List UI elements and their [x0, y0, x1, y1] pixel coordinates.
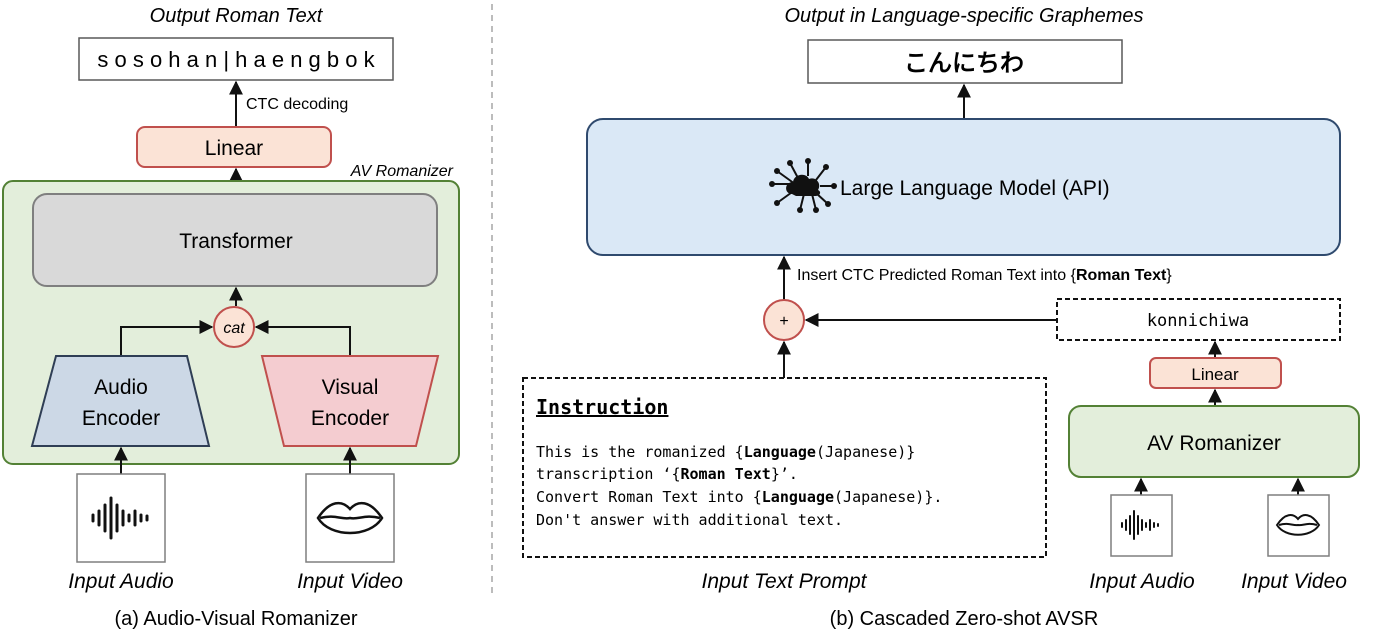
- b-instruction-line2: transcription ‘{Roman Text}’.: [536, 465, 798, 483]
- a-input-audio-label: Input Audio: [68, 570, 174, 593]
- a-audio-encoder: [30, 355, 211, 447]
- a-visual-encoder-line1: Visual: [322, 376, 379, 399]
- panel-a: Output Roman Text s o s o h a n | h a e …: [2, 5, 460, 630]
- b-llm-label: Large Language Model (API): [840, 177, 1110, 200]
- audio-waveform-icon: [1121, 510, 1159, 540]
- b-caption: (b) Cascaded Zero-shot AVSR: [830, 608, 1099, 630]
- b-instruction-line1: This is the romanized {Language(Japanese…: [536, 443, 915, 461]
- b-roman-text: konnichiwa: [1147, 311, 1249, 331]
- a-visual-encoder: [260, 355, 440, 447]
- b-insert-label: Insert CTC Predicted Roman Text into {Ro…: [797, 267, 1172, 284]
- b-output-title: Output in Language-specific Graphemes: [784, 5, 1143, 27]
- a-input-video-label: Input Video: [297, 570, 403, 593]
- b-input-audio-label: Input Audio: [1089, 570, 1195, 593]
- a-visual-encoder-line2: Encoder: [311, 407, 389, 430]
- b-llm-box: [586, 118, 1341, 256]
- a-audio-encoder-line2: Encoder: [82, 407, 160, 430]
- b-romanizer-box: [1068, 405, 1360, 478]
- a-linear-label: Linear: [205, 137, 263, 160]
- a-output-title: Output Roman Text: [150, 5, 324, 27]
- cloud-network-icon: [769, 158, 837, 213]
- a-cat-label: cat: [223, 320, 245, 337]
- a-romanizer-label: AV Romanizer: [350, 163, 454, 180]
- b-input-video-label: Input Video: [1241, 570, 1347, 593]
- audio-waveform-icon: [91, 496, 149, 540]
- lips-icon: [1275, 514, 1321, 536]
- a-linear-box: [136, 126, 332, 168]
- b-instruction-title: Instruction: [536, 395, 668, 419]
- b-roman-text-box: [1056, 298, 1341, 341]
- b-instruction-line3: Convert Roman Text into {Language(Japane…: [536, 488, 942, 506]
- lips-icon: [316, 501, 384, 535]
- a-transformer-label: Transformer: [179, 230, 293, 253]
- a-output-box: [78, 37, 394, 81]
- b-linear-box: [1149, 357, 1282, 389]
- b-plus-label: +: [779, 313, 788, 330]
- a-cat-node: [213, 306, 255, 348]
- a-transformer-box: [32, 193, 438, 287]
- a-audio-encoder-line1: Audio: [94, 376, 148, 399]
- a-arrow-audio-cat: [120, 320, 214, 356]
- b-instruction-line4: Don't answer with additional text.: [536, 511, 843, 529]
- b-linear-label: Linear: [1191, 365, 1239, 384]
- a-output-text: s o s o h a n | h a e n g b o k: [97, 47, 375, 72]
- b-output-text: こんにちわ: [904, 50, 1024, 77]
- a-arrow-visual-cat: [254, 320, 351, 356]
- a-audio-input-box: [76, 473, 166, 563]
- b-romanizer-label: AV Romanizer: [1147, 432, 1281, 455]
- b-prompt-label: Input Text Prompt: [702, 570, 868, 593]
- a-caption: (a) Audio-Visual Romanizer: [114, 608, 357, 630]
- a-ctc-label: CTC decoding: [246, 96, 348, 113]
- b-output-box: [807, 39, 1123, 84]
- panel-b: Output in Language-specific Graphemes こん…: [522, 5, 1360, 630]
- b-plus-node: [763, 299, 805, 341]
- b-instruction-box: [522, 377, 1047, 558]
